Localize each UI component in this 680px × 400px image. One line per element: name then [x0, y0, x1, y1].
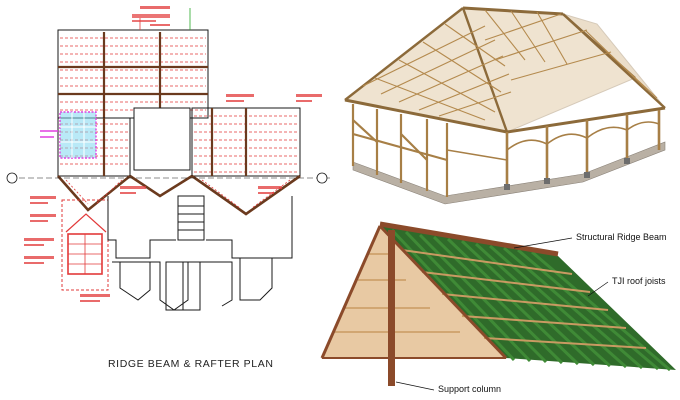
gable-studs	[334, 253, 460, 333]
frame-front-posts	[505, 110, 661, 188]
upper-rafters	[60, 37, 206, 111]
lower-left-bay	[61, 199, 109, 291]
callout-ridge-beam: Structural Ridge Beam	[576, 232, 667, 242]
support-column	[388, 230, 395, 386]
frame-braces	[446, 121, 660, 161]
section-marker-right-icon	[316, 172, 328, 184]
ridge-beam-rafter-plan-drawing: RIDGE BEAM & RAFTER PLAN	[0, 0, 335, 400]
upper-roof-outline	[57, 29, 209, 119]
frame-svg	[343, 6, 666, 205]
section-marker-left-icon	[6, 172, 18, 184]
roof-structure-render: Structural Ridge Beam TJI roof joists Su…	[310, 210, 680, 400]
plan-svg	[6, 6, 330, 311]
highlight-magenta-border	[59, 111, 97, 159]
callout-support-column: Support column	[438, 384, 502, 394]
frame-plinth	[352, 141, 666, 205]
lower-building-outline	[107, 195, 293, 311]
plan-annotations	[24, 6, 322, 302]
valley-beams	[57, 174, 301, 216]
frame-roof	[343, 6, 666, 133]
top-annotation	[132, 8, 191, 30]
gable-rafters	[320, 224, 508, 360]
callout-tji-joists: TJI roof joists	[612, 276, 666, 286]
valley-rafters	[65, 179, 291, 209]
timber-frame-barn-render	[335, 0, 680, 215]
central-opening	[133, 107, 191, 171]
frame-lattice	[362, 9, 658, 121]
ridge-beam	[379, 221, 559, 257]
roof-svg	[320, 221, 676, 391]
callout-leaders	[395, 237, 609, 391]
frame-post-bases	[504, 158, 630, 190]
plan-caption: RIDGE BEAM & RAFTER PLAN	[108, 358, 274, 370]
highlight-grid	[60, 112, 96, 158]
frame-left-wall	[351, 104, 449, 197]
highlight-cyan-area	[60, 112, 96, 158]
wing-beams	[102, 108, 248, 176]
upper-beams	[58, 32, 208, 118]
roof-battens	[401, 249, 647, 349]
